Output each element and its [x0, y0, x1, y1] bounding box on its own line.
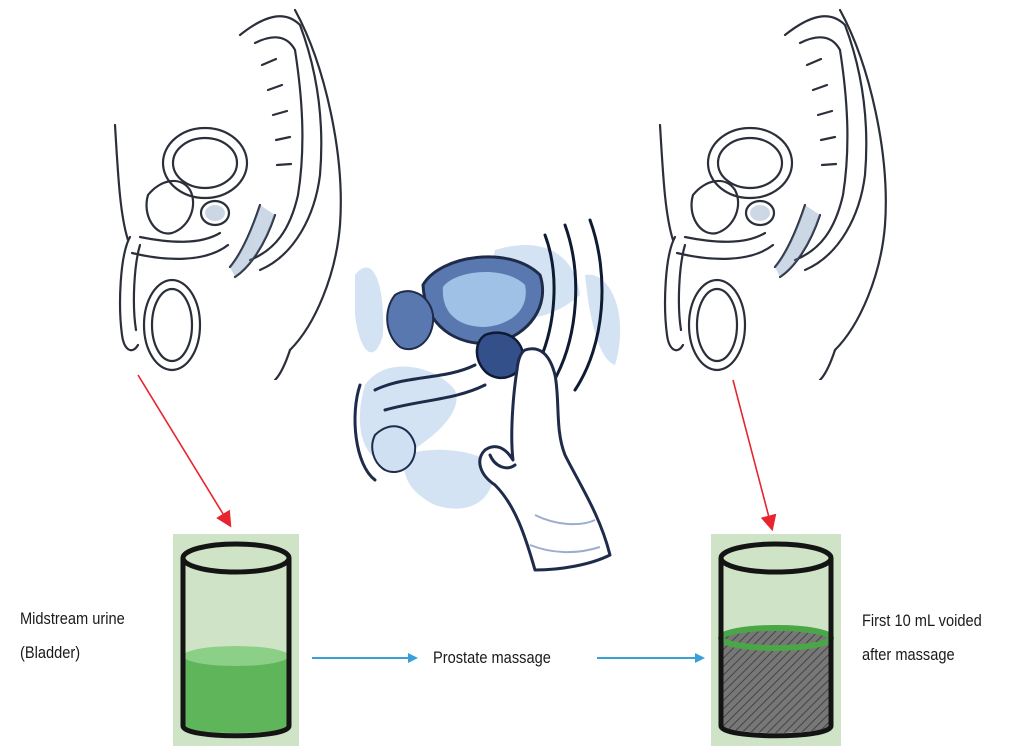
post-massage-urine-label-line1: First 10 mL voided: [862, 604, 982, 638]
left-red-arrow: [130, 370, 240, 535]
flow-arrow-to-massage: [310, 650, 420, 666]
post-massage-urine-label-line2: after massage: [862, 638, 982, 672]
midstream-urine-label-line2: (Bladder): [20, 636, 125, 670]
midstream-specimen-cup-icon: [173, 534, 299, 746]
prostate-massage-illustration: [345, 215, 645, 585]
right-red-arrow: [725, 375, 785, 535]
prostate-massage-label: Prostate massage: [433, 641, 551, 675]
post-massage-urine-label: First 10 mL voided after massage: [862, 604, 982, 672]
post-massage-specimen-cup-icon: [711, 534, 841, 746]
flow-arrow-to-cup: [595, 650, 707, 666]
left-pelvic-anatomy-illustration: [110, 5, 370, 380]
right-pelvic-anatomy-illustration: [655, 5, 915, 380]
midstream-urine-label: Midstream urine (Bladder): [20, 602, 125, 670]
midstream-urine-label-line1: Midstream urine: [20, 602, 125, 636]
